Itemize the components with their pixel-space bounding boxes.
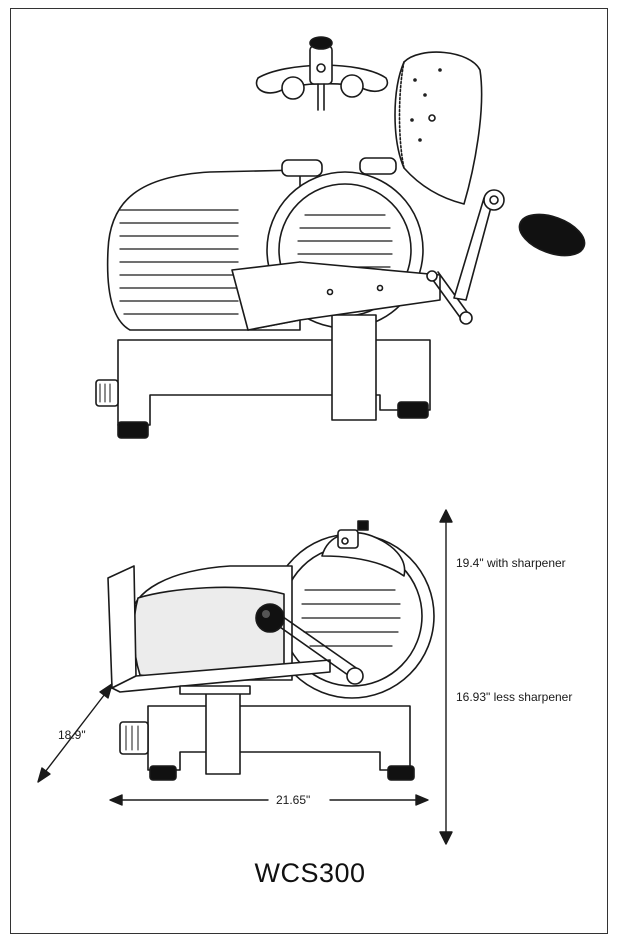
dimension-arrows bbox=[37, 509, 453, 845]
handle-knob-side bbox=[255, 603, 285, 633]
bottom-dimension-view bbox=[37, 509, 453, 845]
carriage-tray bbox=[247, 261, 441, 331]
carriage-post bbox=[331, 314, 377, 421]
dimension-label-depth: 18.9" bbox=[58, 728, 86, 742]
pusher-arm bbox=[453, 195, 495, 301]
model-name: WCS300 bbox=[254, 858, 366, 888]
food-block bbox=[132, 586, 285, 679]
dimension-label-height-with-sharpener: 19.4" with sharpener bbox=[456, 556, 566, 570]
carriage-tray-side bbox=[107, 565, 137, 689]
sharpener-attachment bbox=[255, 36, 389, 111]
dimension-label-width: 21.65" bbox=[276, 793, 311, 807]
top-exploded-view bbox=[95, 36, 586, 439]
housing-vents bbox=[119, 209, 239, 315]
food-pusher bbox=[394, 51, 483, 205]
dimension-label-height-less-sharpener: 16.93" less sharpener bbox=[456, 690, 573, 704]
base bbox=[117, 339, 431, 426]
handle-knob bbox=[518, 213, 586, 257]
